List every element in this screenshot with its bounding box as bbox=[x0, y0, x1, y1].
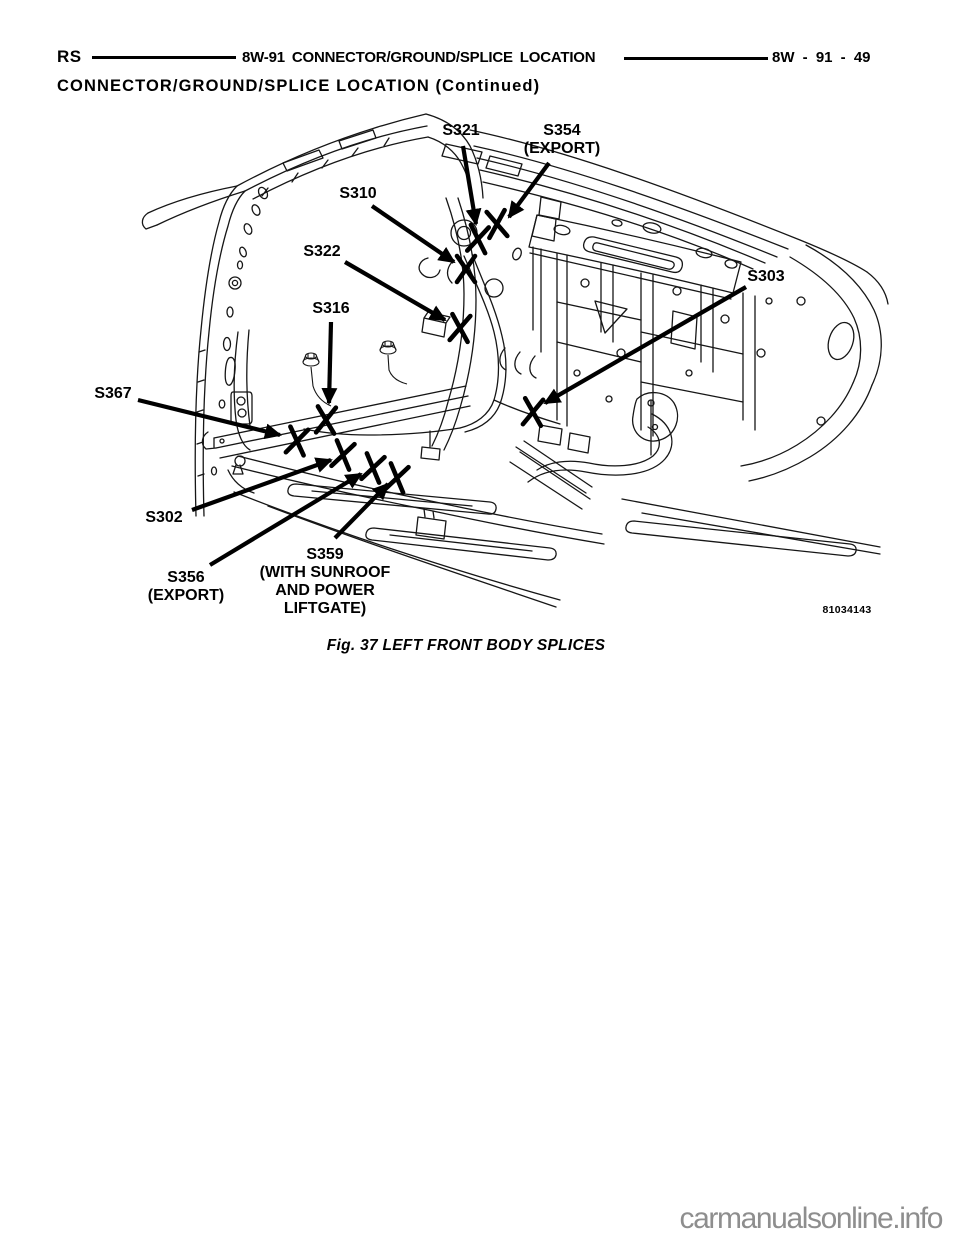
splice-marker-s310 bbox=[370, 204, 478, 285]
splice-label-s322: S322 bbox=[303, 243, 341, 260]
splice-label-s359: S359 (WITH SUNROOF AND POWER LIFTGATE) bbox=[259, 546, 391, 617]
drawing-number: 81034143 bbox=[822, 604, 872, 616]
splice-marker-s354 bbox=[484, 161, 551, 241]
splice-marker-s316 bbox=[313, 321, 339, 436]
splice-label-s354: S354 (EXPORT) bbox=[523, 122, 601, 157]
splice-label-s356: S356 (EXPORT) bbox=[147, 569, 225, 604]
splice-label-s367: S367 bbox=[94, 385, 132, 402]
bolt-icon bbox=[302, 352, 332, 407]
splice-label-s316: S316 bbox=[312, 300, 350, 317]
watermark: carmanualsonline.info bbox=[679, 1202, 944, 1235]
splice-label-s310: S310 bbox=[339, 185, 377, 202]
splice-marker-s322 bbox=[343, 260, 473, 345]
splice-marker-s367 bbox=[137, 397, 311, 458]
bolt-icon bbox=[379, 340, 408, 385]
header-rule-right bbox=[624, 57, 768, 60]
body-splices-diagram bbox=[137, 113, 889, 608]
splice-marker-s321 bbox=[460, 145, 492, 256]
splice-marker-s303 bbox=[520, 285, 748, 429]
splice-marker-s302 bbox=[191, 438, 357, 512]
splice-label-s303: S303 bbox=[747, 268, 785, 285]
figure-caption: Fig. 37 LEFT FRONT BODY SPLICES bbox=[326, 637, 606, 654]
splice-label-s302: S302 bbox=[145, 509, 183, 526]
header-rule-left bbox=[92, 56, 236, 59]
header-title: 8W-91 CONNECTOR/GROUND/SPLICE LOCATION bbox=[242, 49, 596, 66]
doc-code: RS bbox=[57, 47, 82, 66]
page-code: 8W - 91 - 49 bbox=[772, 49, 871, 66]
section-title: CONNECTOR/GROUND/SPLICE LOCATION (Contin… bbox=[57, 77, 541, 95]
splice-marker-s359 bbox=[333, 461, 411, 540]
vehicle-line-art bbox=[141, 113, 889, 608]
splice-label-s321: S321 bbox=[442, 122, 480, 139]
